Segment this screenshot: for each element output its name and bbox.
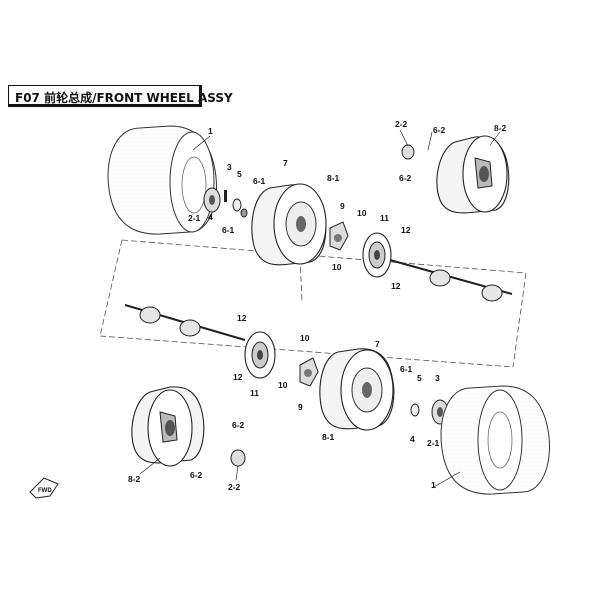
rim-alloy-bottom — [131, 386, 205, 467]
label-5-top: 5 — [237, 169, 242, 179]
rim-alloy-top — [436, 135, 510, 214]
label-6-1-top-a: 6-1 — [253, 176, 266, 186]
label-8-1-top: 8-1 — [327, 173, 340, 183]
label-6-2-bottom-b: 6-2 — [190, 470, 203, 480]
label-8-2-bottom: 8-2 — [128, 474, 141, 484]
label-10-top-b: 10 — [332, 262, 342, 272]
direction-badge: FWD — [29, 477, 59, 499]
label-12-bottom-a: 12 — [237, 313, 247, 323]
tire-bottom — [440, 385, 550, 495]
label-12-bottom-b: 12 — [233, 372, 243, 382]
label-7-bottom: 7 — [375, 339, 380, 349]
label-10-bottom-b: 10 — [278, 380, 288, 390]
label-2-1-bottom: 2-1 — [427, 438, 440, 448]
diagram-title: F07 前轮总成/FRONT WHEEL ASSY — [15, 91, 233, 105]
part-labels: 1 1 2-1 2-1 2-2 2-2 3 3 4 4 5 5 6-1 6-1 … — [128, 119, 507, 492]
rim-steel-bottom — [319, 348, 395, 431]
hub-cap-top — [401, 144, 415, 160]
label-6-2-top-b: 6-2 — [399, 173, 412, 183]
label-4-bottom: 4 — [410, 434, 415, 444]
label-12-top-a: 12 — [401, 225, 411, 235]
brake-disc-top — [362, 232, 392, 278]
label-6-2-top-a: 6-2 — [433, 125, 446, 135]
label-8-2-top: 8-2 — [494, 123, 507, 133]
label-9-top: 9 — [340, 201, 345, 211]
label-11-bottom: 11 — [250, 388, 259, 398]
leader-lines — [139, 129, 501, 489]
label-1-top: 1 — [208, 126, 213, 136]
label-2-1-top: 2-1 — [188, 213, 201, 223]
hub-top — [203, 187, 248, 218]
label-1-bottom: 1 — [431, 480, 436, 490]
label-4-top: 4 — [208, 212, 213, 222]
brake-disc-bottom — [244, 331, 276, 379]
drive-shaft-top — [389, 259, 513, 302]
label-10-top-a: 10 — [357, 208, 367, 218]
knuckle-bottom — [299, 357, 319, 387]
label-2-2-bottom: 2-2 — [228, 482, 241, 492]
diagram-title-box: F07 前轮总成/FRONT WHEEL ASSY — [8, 85, 233, 107]
hub-cap-bottom — [230, 449, 246, 467]
label-6-1-bottom: 6-1 — [400, 364, 413, 374]
assembly-boundary — [99, 239, 527, 368]
tire-top — [107, 125, 217, 235]
label-6-1-top-b: 6-1 — [222, 225, 235, 235]
label-3-bottom: 3 — [435, 373, 440, 383]
label-5-bottom: 5 — [417, 373, 422, 383]
direction-badge-text: FWD — [38, 488, 52, 494]
knuckle-top — [329, 221, 349, 251]
label-8-1-bottom: 8-1 — [322, 432, 335, 442]
label-12-top-b: 12 — [391, 281, 401, 291]
label-10-bottom-a: 10 — [300, 333, 310, 343]
label-6-2-bottom-a: 6-2 — [232, 420, 245, 430]
label-7-top: 7 — [283, 158, 288, 168]
label-9-bottom: 9 — [298, 402, 303, 412]
label-3-top: 3 — [227, 162, 232, 172]
rim-steel-top — [251, 183, 327, 266]
drive-shaft-bottom — [124, 304, 246, 341]
label-11-top: 11 — [380, 213, 389, 223]
label-2-2-top: 2-2 — [395, 119, 408, 129]
